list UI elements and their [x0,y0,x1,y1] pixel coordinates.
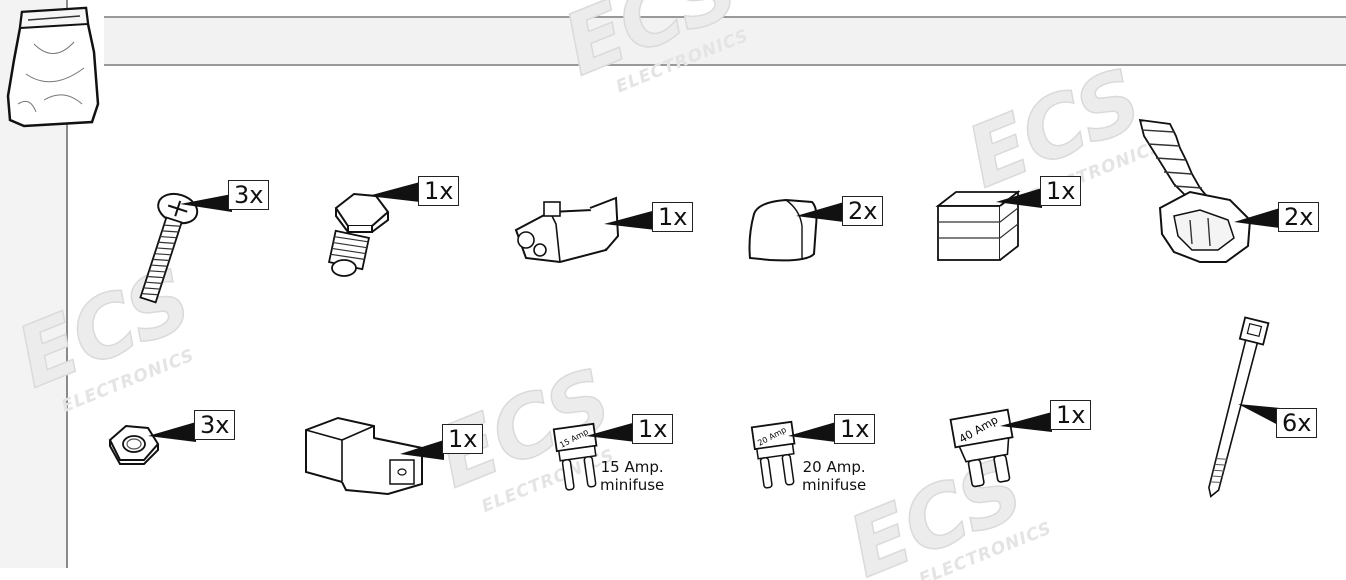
qty-label-hex-bolt: 1x [418,176,460,206]
qty-label-cap: 2x [842,196,884,226]
qty-label-fuse-holder-box: 1x [1040,176,1082,206]
leader-nut [148,422,196,442]
caption-minifuse-15: 15 Amp. minifuse [600,458,664,494]
nut-icon [108,424,160,465]
screw-icon [139,192,199,304]
qty-label-minifuse-15: 1x [632,414,674,444]
minifuse-15-icon: 15 Amp [552,422,598,491]
qty-label-minifuse-20: 1x [834,414,876,444]
fuse-40-part: 40 Amp [946,404,1026,498]
connector-icon [514,196,620,264]
minifuse-20-icon: 20 Amp [750,420,796,489]
plug-housing-icon [305,416,423,496]
leader-hex-bolt [368,182,420,202]
cable-tie-part [1176,312,1276,516]
caption-line-1: 20 Amp. [802,458,866,476]
caption-line-1: 15 Amp. [600,458,664,476]
leader-cable-tie [1238,404,1280,426]
plug-housing-part [302,416,432,510]
hex-bolt-part [322,186,412,286]
qty-label-cable-tie: 6x [1276,408,1318,438]
leader-cable-clamp [1234,208,1280,228]
leader-plug-housing [400,440,444,460]
watermark-sub: ELECTRONICS [59,345,198,416]
qty-label-fuse-40: 1x [1050,400,1092,430]
cable-clamp-icon [1138,118,1252,263]
leader-connector [604,210,656,230]
minifuse-20-part: 20 Amp [748,418,808,498]
cable-clamp-part [1130,116,1260,290]
caption-line-2: minifuse [802,476,867,494]
leader-fuse-40 [1000,412,1052,432]
leader-cap [796,202,844,222]
fuse-holder-box-part [934,182,1024,276]
leader-minifuse-15 [586,422,636,442]
watermark-sub: ELECTRONICS [916,518,1055,580]
bag-icon [6,6,100,128]
hex-bolt-icon [327,192,390,277]
leader-screw [180,194,232,212]
caption-minifuse-20: 20 Amp. minifuse [802,458,866,494]
leader-minifuse-20 [788,422,836,442]
fuse-40-icon: 40 Amp [949,408,1014,488]
cable-tie-icon [1208,316,1270,498]
connector-part [506,192,646,276]
nut-part [104,420,164,474]
qty-label-connector: 1x [652,202,694,232]
qty-label-cable-clamp: 2x [1278,202,1320,232]
header-band [104,16,1346,66]
qty-label-plug-housing: 1x [442,424,484,454]
qty-label-screw: 3x [228,180,270,210]
minifuse-15-part: 15 Amp [550,420,610,500]
screw-part [104,180,234,314]
leader-fuse-holder-box [996,188,1042,208]
fuse-holder-box-icon [935,190,1021,261]
caption-line-2: minifuse [600,476,665,494]
qty-label-nut: 3x [194,410,236,440]
